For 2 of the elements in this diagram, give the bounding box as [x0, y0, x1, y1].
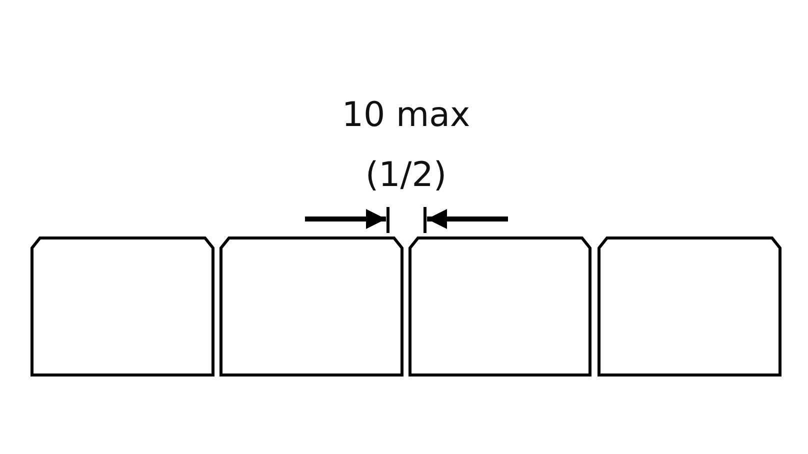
dimension-label: 10 max: [342, 95, 470, 135]
dimension-label: (1/2): [365, 155, 447, 195]
